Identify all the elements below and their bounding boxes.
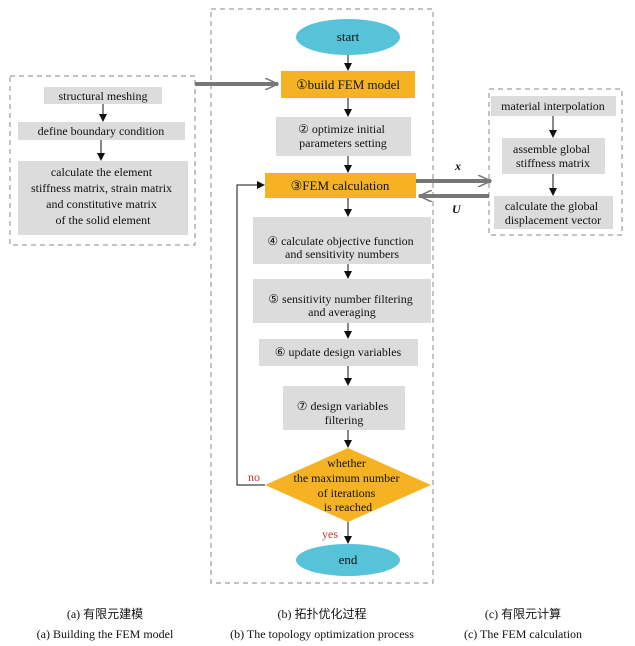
- x-label: x: [454, 159, 461, 173]
- caption-c-en: (c) The FEM calculation: [463, 627, 583, 641]
- u-label: U: [452, 202, 462, 216]
- step-5-label: ⑤ sensitivity number filtering and avera…: [268, 292, 415, 319]
- step-2-optimize-params: [276, 117, 411, 156]
- step-1-build-fem: [281, 71, 415, 98]
- caption-c-cn: (c) 有限元计算: [484, 607, 562, 621]
- panel-c-step-material: [491, 96, 616, 116]
- panel-a-step-meshing-label: structural meshing: [59, 89, 148, 103]
- step-6-label: ⑥ update design variables: [275, 345, 402, 359]
- step-7-variables-filtering: [283, 386, 405, 430]
- panel-a-step-element-matrices: [18, 161, 188, 235]
- yes-label: yes: [322, 527, 338, 541]
- caption-a-cn: (a) 有限元建模: [66, 607, 144, 621]
- step-4-label: ④ calculate objective function and sensi…: [267, 234, 416, 261]
- panel-c-step-assemble-label: assemble global stiffness matrix: [513, 142, 593, 170]
- step-2-label: ② optimize initial parameters setting: [298, 122, 388, 150]
- panel-c-frame: [488, 88, 623, 236]
- panel-b-frame: [210, 8, 434, 584]
- panel-c-step-assemble: [502, 138, 605, 174]
- panel-c-step-material-label: material interpolation: [501, 99, 605, 113]
- loop-no-to-step-3: [236, 181, 265, 486]
- start-node: [296, 19, 400, 55]
- step-3-label: ③FEM calculation: [291, 178, 390, 193]
- step-1-label: ①build FEM model: [296, 77, 400, 92]
- step-6-update-variables: [259, 339, 418, 366]
- start-label: start: [337, 29, 360, 44]
- step-4-objective-sensitivity: [253, 217, 431, 264]
- panel-a-step-boundary-label: define boundary condition: [38, 124, 165, 138]
- step-3-fem-calculation: [265, 173, 416, 198]
- panel-a-step-element-matrices-label: calculate the element stiffness matrix, …: [31, 165, 175, 227]
- step-5-sensitivity-filtering: [253, 279, 431, 323]
- panel-c-step-displacement-label: calculate the global displacement vector: [505, 199, 601, 227]
- panel-a-step-boundary: [18, 122, 185, 140]
- panel-c-step-displacement: [494, 196, 613, 229]
- end-node: [296, 544, 400, 576]
- decision-max-iterations: [265, 448, 431, 522]
- panel-a-step-meshing: [44, 87, 162, 104]
- no-label: no: [248, 470, 260, 484]
- caption-a-en: (a) Building the FEM model: [36, 627, 174, 641]
- panel-a-frame: [9, 75, 196, 246]
- step-7-label: ⑦ design variables filtering: [297, 399, 391, 427]
- caption-b-en: (b) The topology optimization process: [230, 627, 414, 641]
- decision-label: whether the maximum number of iterations…: [294, 456, 403, 514]
- caption-b-cn: (b) 拓扑优化过程: [277, 607, 367, 621]
- end-label: end: [339, 552, 358, 567]
